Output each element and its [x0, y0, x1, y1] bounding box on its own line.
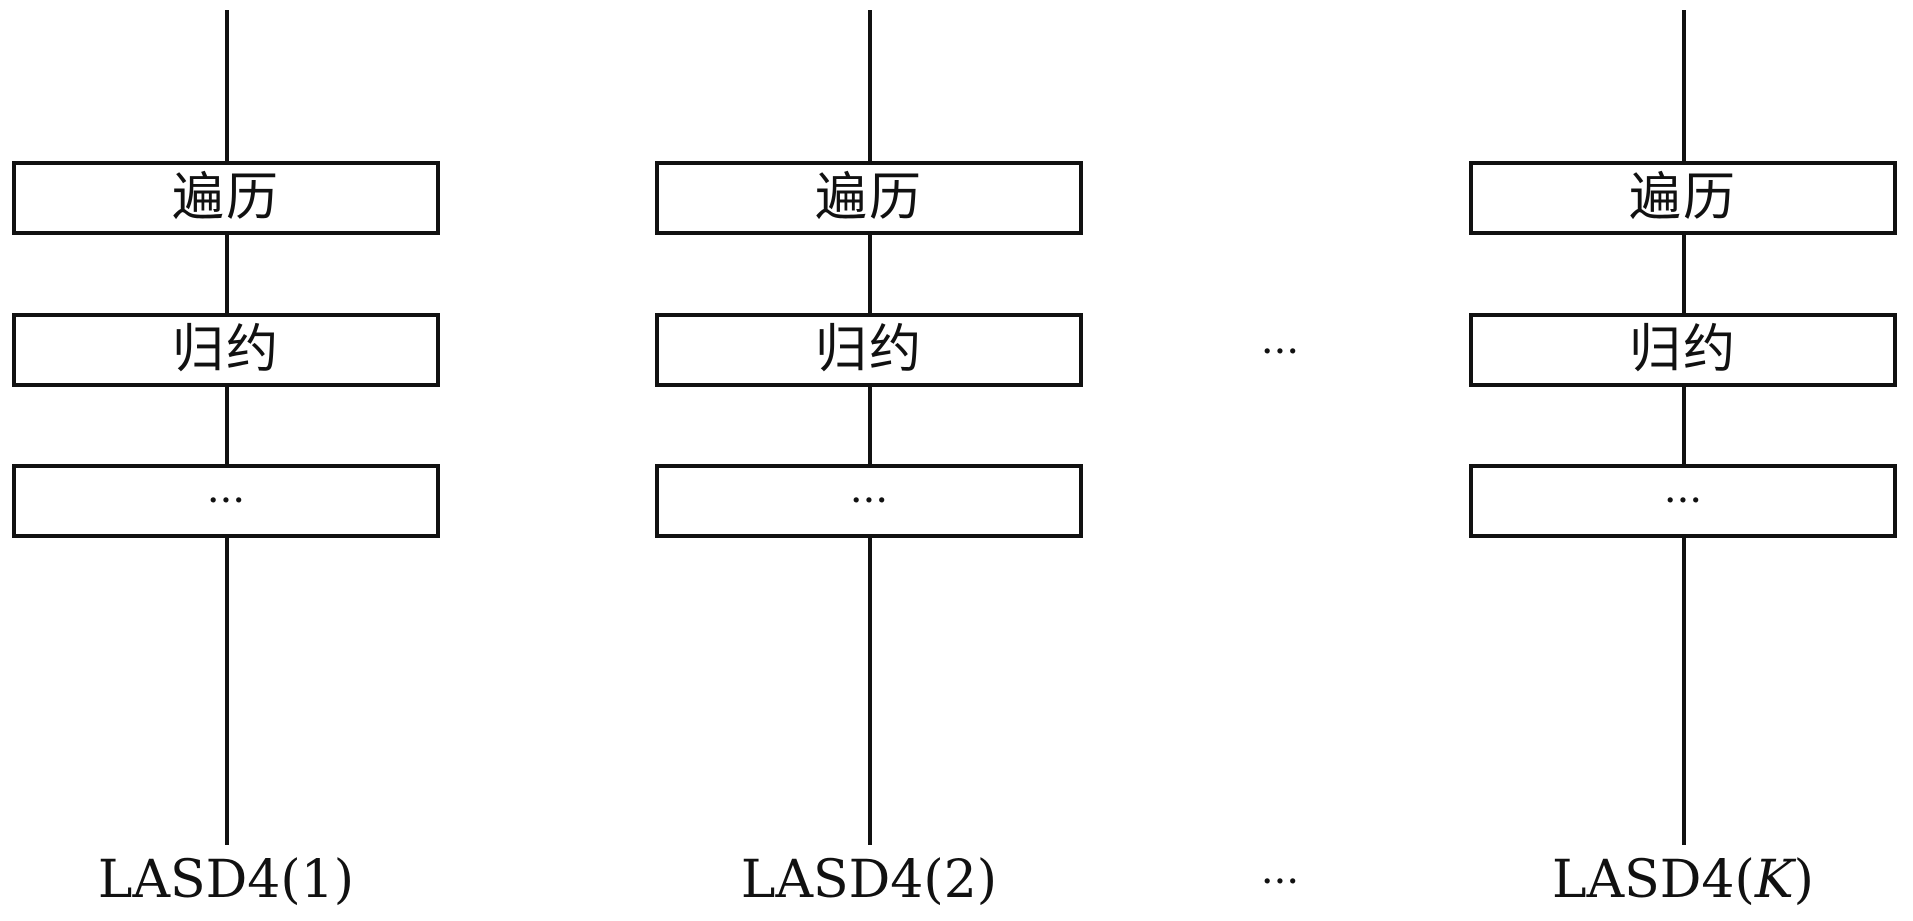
column-2-step-more: ··· — [655, 464, 1083, 538]
step-label: 归约 — [814, 320, 923, 380]
label-prefix: LASD4( — [97, 850, 301, 910]
column-3-step-reduce: 归约 — [1469, 313, 1897, 387]
column-2-step-reduce: 归约 — [655, 313, 1083, 387]
step-label: ··· — [206, 478, 246, 524]
column-1-step-more: ··· — [12, 464, 440, 538]
step-label: 遍历 — [814, 168, 923, 228]
step-label: ··· — [1663, 478, 1703, 524]
column-2-label: LASD4(2) — [655, 854, 1083, 906]
label-prefix: LASD4( — [740, 850, 944, 910]
step-label: 遍历 — [1628, 168, 1737, 228]
between-columns-ellipsis: ··· — [1260, 329, 1300, 375]
column-2-step-traverse: 遍历 — [655, 161, 1083, 235]
column-3-step-traverse: 遍历 — [1469, 161, 1897, 235]
label-arg: 2 — [943, 850, 977, 910]
step-label: 归约 — [171, 320, 280, 380]
column-3-step-more: ··· — [1469, 464, 1897, 538]
column-1-line — [225, 10, 229, 845]
column-3-line — [1682, 10, 1686, 845]
column-1-label: LASD4(1) — [12, 854, 440, 906]
label-arg: K — [1754, 850, 1794, 910]
column-1-step-traverse: 遍历 — [12, 161, 440, 235]
label-suffix: ) — [333, 850, 355, 910]
column-3-label: LASD4(K) — [1469, 854, 1897, 906]
step-label: ··· — [849, 478, 889, 524]
column-1-step-reduce: 归约 — [12, 313, 440, 387]
label-prefix: LASD4( — [1552, 850, 1755, 910]
step-label: 遍历 — [171, 168, 280, 228]
between-labels-ellipsis: ··· — [1260, 859, 1300, 905]
step-label: 归约 — [1628, 320, 1737, 380]
label-suffix: ) — [1793, 850, 1814, 910]
column-2-line — [868, 10, 872, 845]
label-arg: 1 — [300, 850, 334, 910]
label-suffix: ) — [976, 850, 998, 910]
